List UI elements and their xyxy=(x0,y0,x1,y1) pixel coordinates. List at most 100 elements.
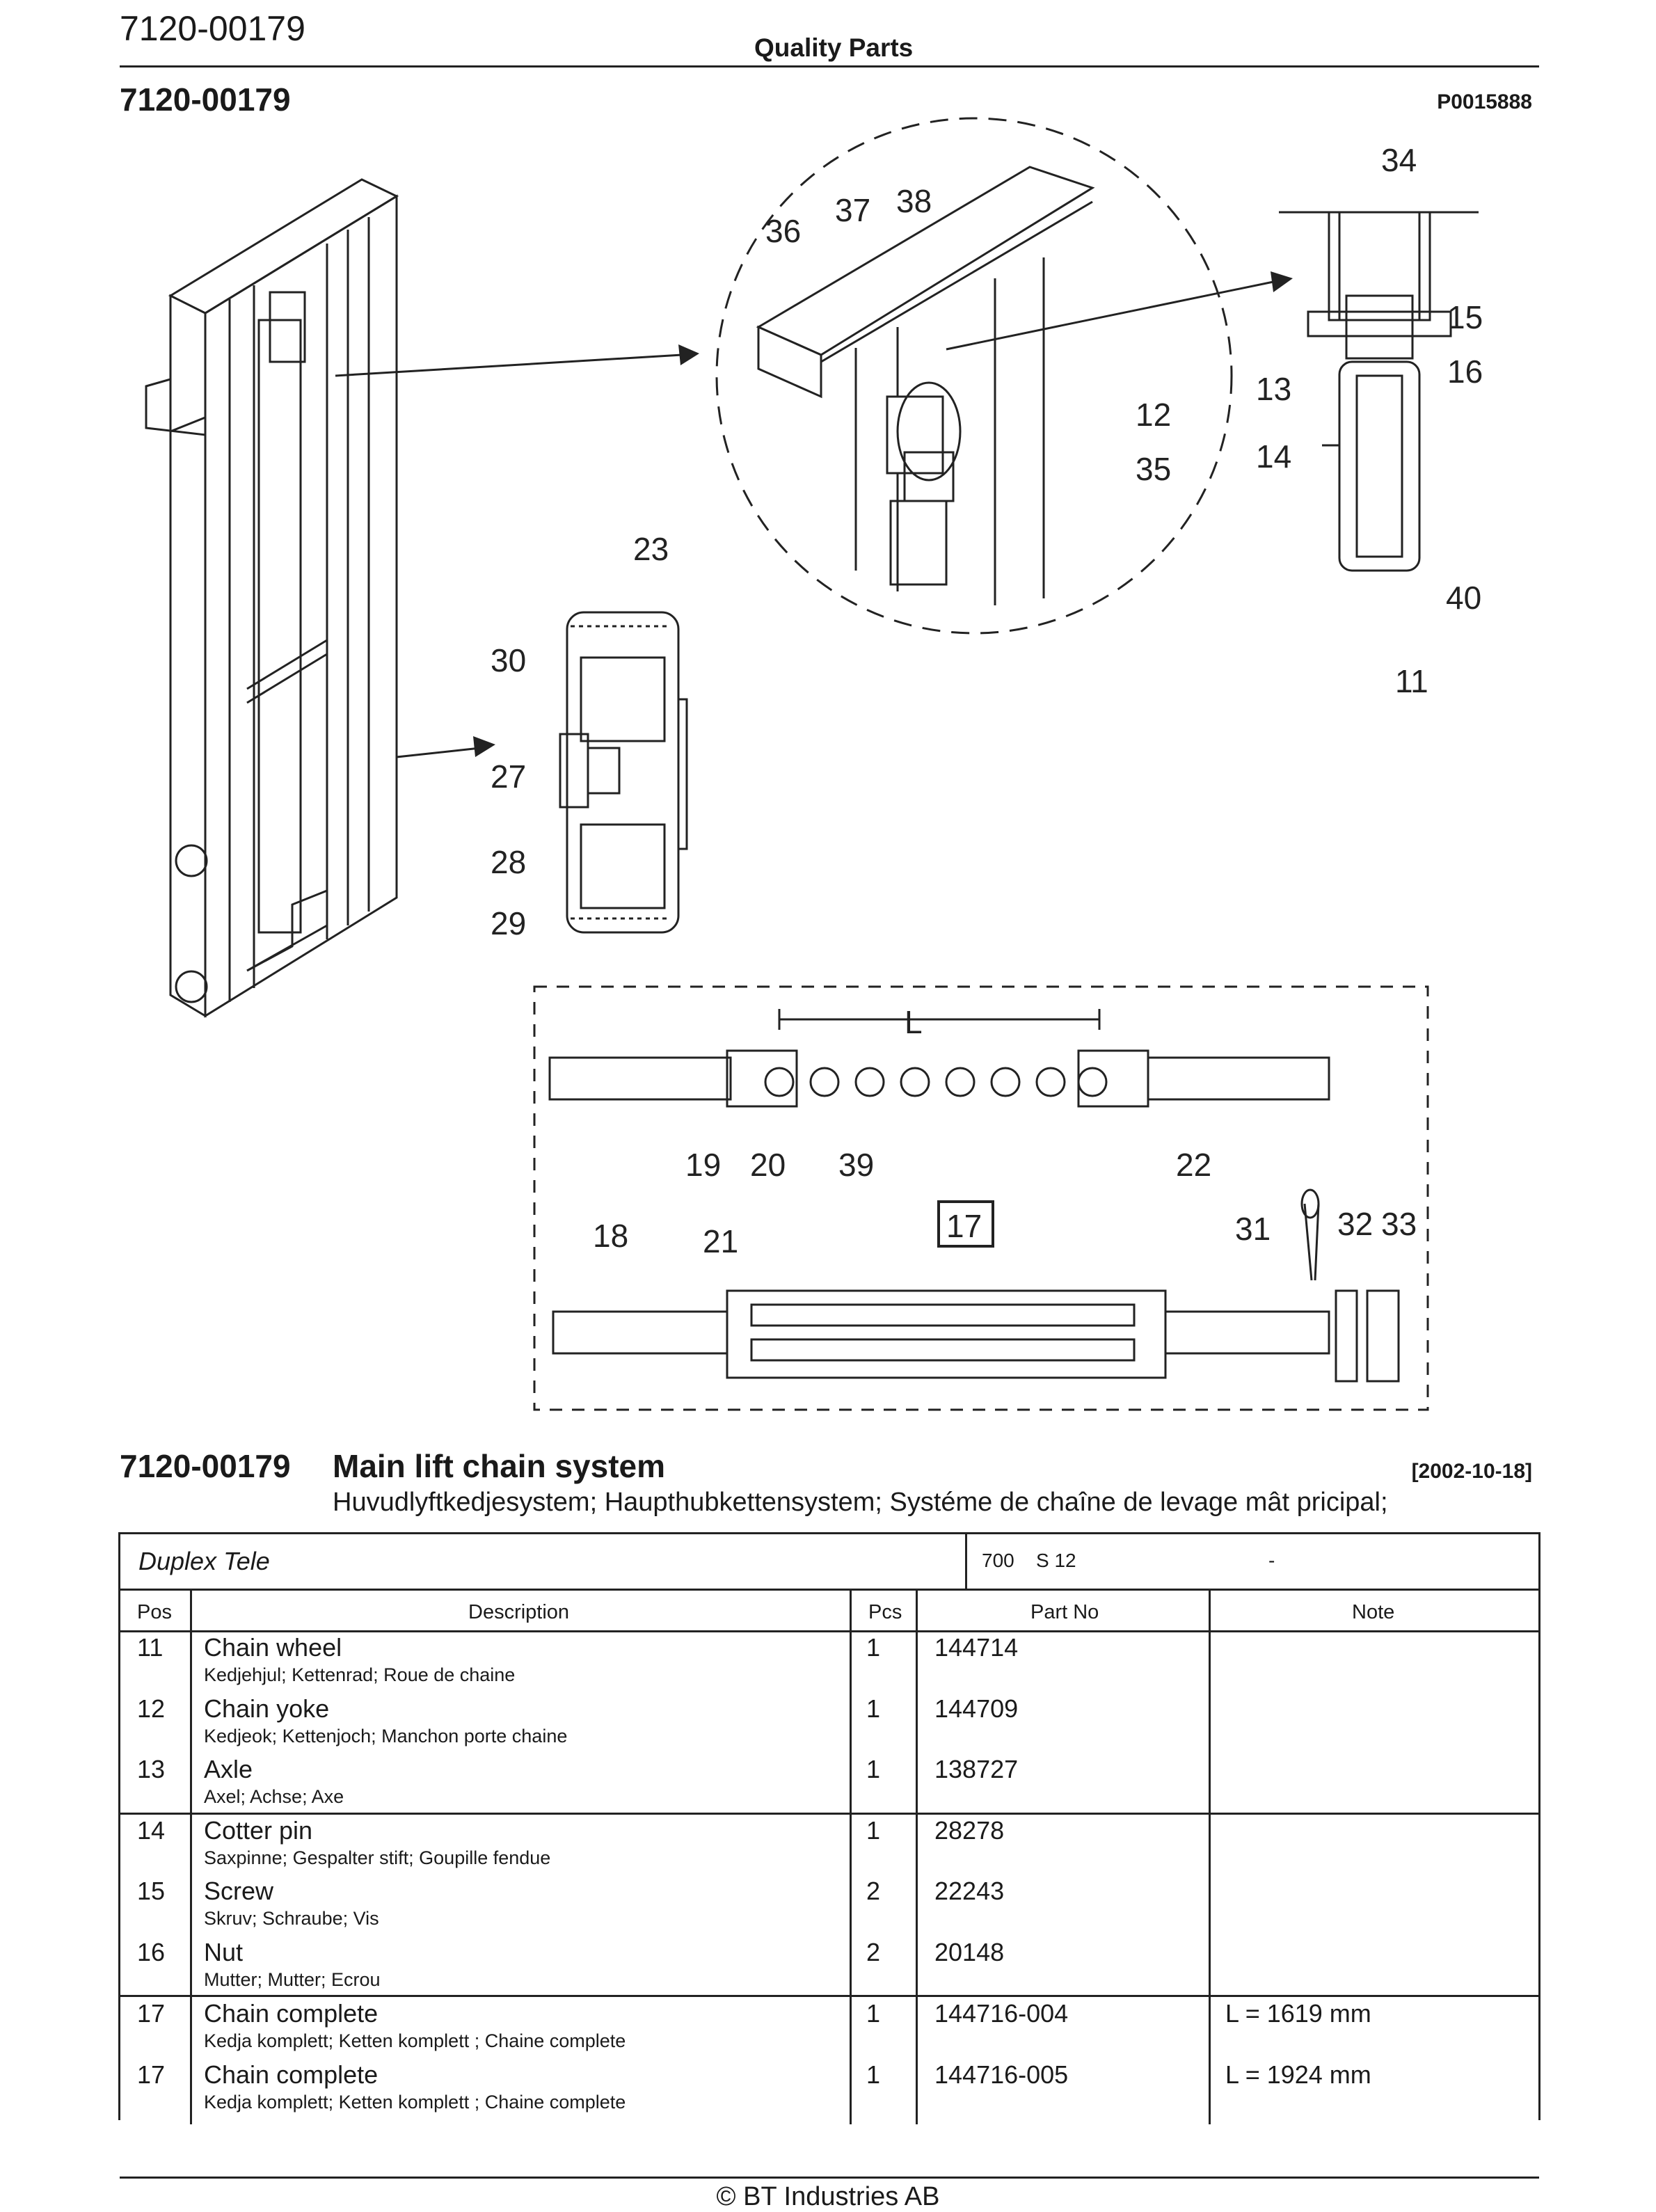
column-divider xyxy=(190,1589,192,2124)
row-translation: Saxpinne; Gespalter stift; Goupille fend… xyxy=(204,1847,551,1868)
row-note: L = 1924 mm xyxy=(1225,2060,1371,2089)
row-pcs: 2 xyxy=(866,1938,881,1966)
guide-roller-section xyxy=(559,611,688,934)
callout-35: 35 xyxy=(1136,451,1171,487)
callout-39: 39 xyxy=(838,1147,874,1183)
document-number: 7120-00179 xyxy=(120,9,305,48)
section-date: [2002-10-18] xyxy=(1411,1460,1532,1483)
column-divider xyxy=(916,1589,918,2124)
row-part-no: 144714 xyxy=(934,1633,1019,1662)
row-pcs: 1 xyxy=(866,1999,881,2028)
callout-21: 21 xyxy=(703,1223,738,1259)
header-title: Quality Parts xyxy=(754,33,914,62)
model-name: Duplex Tele xyxy=(138,1547,270,1575)
row-part-no: 144716-004 xyxy=(934,1999,1069,2028)
row-pos: 15 xyxy=(137,1877,166,1905)
callout-32: 32 xyxy=(1337,1206,1373,1242)
callout-37: 37 xyxy=(835,192,870,228)
column-divider xyxy=(850,1589,852,2124)
row-pos: 17 xyxy=(137,1999,166,2028)
row-pcs: 1 xyxy=(866,1755,881,1783)
callout-15: 15 xyxy=(1447,299,1483,335)
callout-L: L xyxy=(905,1004,923,1040)
row-translation: Kedjeok; Kettenjoch; Manchon porte chain… xyxy=(204,1726,568,1746)
callout-17: 17 xyxy=(946,1208,982,1244)
model-extra: - xyxy=(1268,1550,1275,1571)
column-divider xyxy=(1209,1589,1211,2124)
column-header-part-no: Part No xyxy=(1030,1601,1099,1623)
callout-17-box xyxy=(937,1200,994,1248)
callout-34: 34 xyxy=(1381,142,1417,178)
row-description: Chain complete xyxy=(204,1999,379,2028)
callout-31: 31 xyxy=(1235,1211,1271,1247)
chain-assembly-top xyxy=(548,1009,1330,1108)
model-row: Duplex Tele 700 S 12 - xyxy=(120,1534,1538,1591)
callout-38: 38 xyxy=(896,183,932,219)
callout-11: 11 xyxy=(1395,663,1428,699)
row-translation: Axel; Achse; Axe xyxy=(204,1786,344,1807)
row-description: Chain complete xyxy=(204,2060,379,2089)
callout-33: 33 xyxy=(1381,1206,1417,1242)
callout-20: 20 xyxy=(750,1147,786,1183)
row-part-no: 144716-005 xyxy=(934,2060,1069,2089)
footer-copyright: © BT Industries AB xyxy=(716,2182,940,2211)
row-description: Cotter pin xyxy=(204,1816,313,1845)
callout-28: 28 xyxy=(491,844,526,880)
row-translation: Kedjehjul; Kettenrad; Roue de chaine xyxy=(204,1664,516,1685)
mast-assembly xyxy=(145,178,399,1018)
callout-labels: 34 36 37 38 15 16 13 14 12 35 40 11 23 3… xyxy=(491,142,1483,1259)
row-part-no: 20148 xyxy=(934,1938,1005,1966)
callout-36: 36 xyxy=(765,213,801,249)
chain-wheel-detail xyxy=(1279,211,1479,572)
column-header-description: Description xyxy=(468,1601,570,1623)
group-divider xyxy=(120,1995,1538,1997)
row-description: Axle xyxy=(204,1755,253,1783)
section-title: Main lift chain system xyxy=(333,1448,666,1484)
row-description: Screw xyxy=(204,1877,274,1905)
callout-40: 40 xyxy=(1446,580,1481,616)
row-pos: 16 xyxy=(137,1938,166,1966)
row-pcs: 1 xyxy=(866,1633,881,1662)
row-pos: 17 xyxy=(137,2060,166,2089)
callout-13: 13 xyxy=(1256,371,1291,407)
row-part-no: 138727 xyxy=(934,1755,1019,1783)
chain-assembly-bottom xyxy=(552,1188,1400,1383)
model-code: 700 xyxy=(982,1550,1014,1571)
row-note: L = 1619 mm xyxy=(1225,1999,1371,2028)
callout-27: 27 xyxy=(491,758,526,795)
column-header-pos: Pos xyxy=(137,1601,172,1623)
row-translation: Kedja komplett; Ketten komplett ; Chaine… xyxy=(204,2030,626,2051)
model-divider xyxy=(965,1534,967,1589)
row-pos: 11 xyxy=(137,1633,164,1662)
section-subtitle: Huvudlyftkedjesystem; Haupthubkettensyst… xyxy=(333,1488,1388,1517)
column-header-pcs: Pcs xyxy=(868,1601,902,1623)
callout-30: 30 xyxy=(491,642,526,678)
column-header-note: Note xyxy=(1352,1601,1395,1623)
header-rule-line xyxy=(120,1630,1538,1632)
parts-table: Duplex Tele 700 S 12 - Pos Description P… xyxy=(118,1532,1540,2124)
row-pos: 13 xyxy=(137,1755,166,1783)
callout-18: 18 xyxy=(593,1218,628,1254)
callout-16: 16 xyxy=(1447,353,1483,390)
chain-yoke-detail xyxy=(715,117,1233,635)
row-description: Chain wheel xyxy=(204,1633,342,1662)
figure-id: P0015888 xyxy=(1437,90,1532,113)
model-series: S 12 xyxy=(1036,1550,1076,1571)
footer-rule xyxy=(120,2177,1539,2179)
leader-arrow-top xyxy=(335,353,683,377)
callout-12: 12 xyxy=(1136,397,1171,433)
exploded-parts-drawing: 34 36 37 38 15 16 13 14 12 35 40 11 23 3… xyxy=(145,117,1483,1411)
row-part-no: 144709 xyxy=(934,1694,1019,1723)
callout-14: 14 xyxy=(1256,438,1291,475)
row-description: Nut xyxy=(204,1938,244,1966)
callout-23: 23 xyxy=(633,531,669,567)
row-pcs: 1 xyxy=(866,1816,881,1845)
row-part-no: 28278 xyxy=(934,1816,1005,1845)
row-pos: 12 xyxy=(137,1694,166,1723)
callout-29: 29 xyxy=(491,905,526,941)
header-rule xyxy=(120,65,1539,67)
row-pcs: 1 xyxy=(866,2060,881,2089)
callout-19: 19 xyxy=(685,1147,721,1183)
callout-22: 22 xyxy=(1176,1147,1211,1183)
sub-document-number: 7120-00179 xyxy=(120,81,291,118)
